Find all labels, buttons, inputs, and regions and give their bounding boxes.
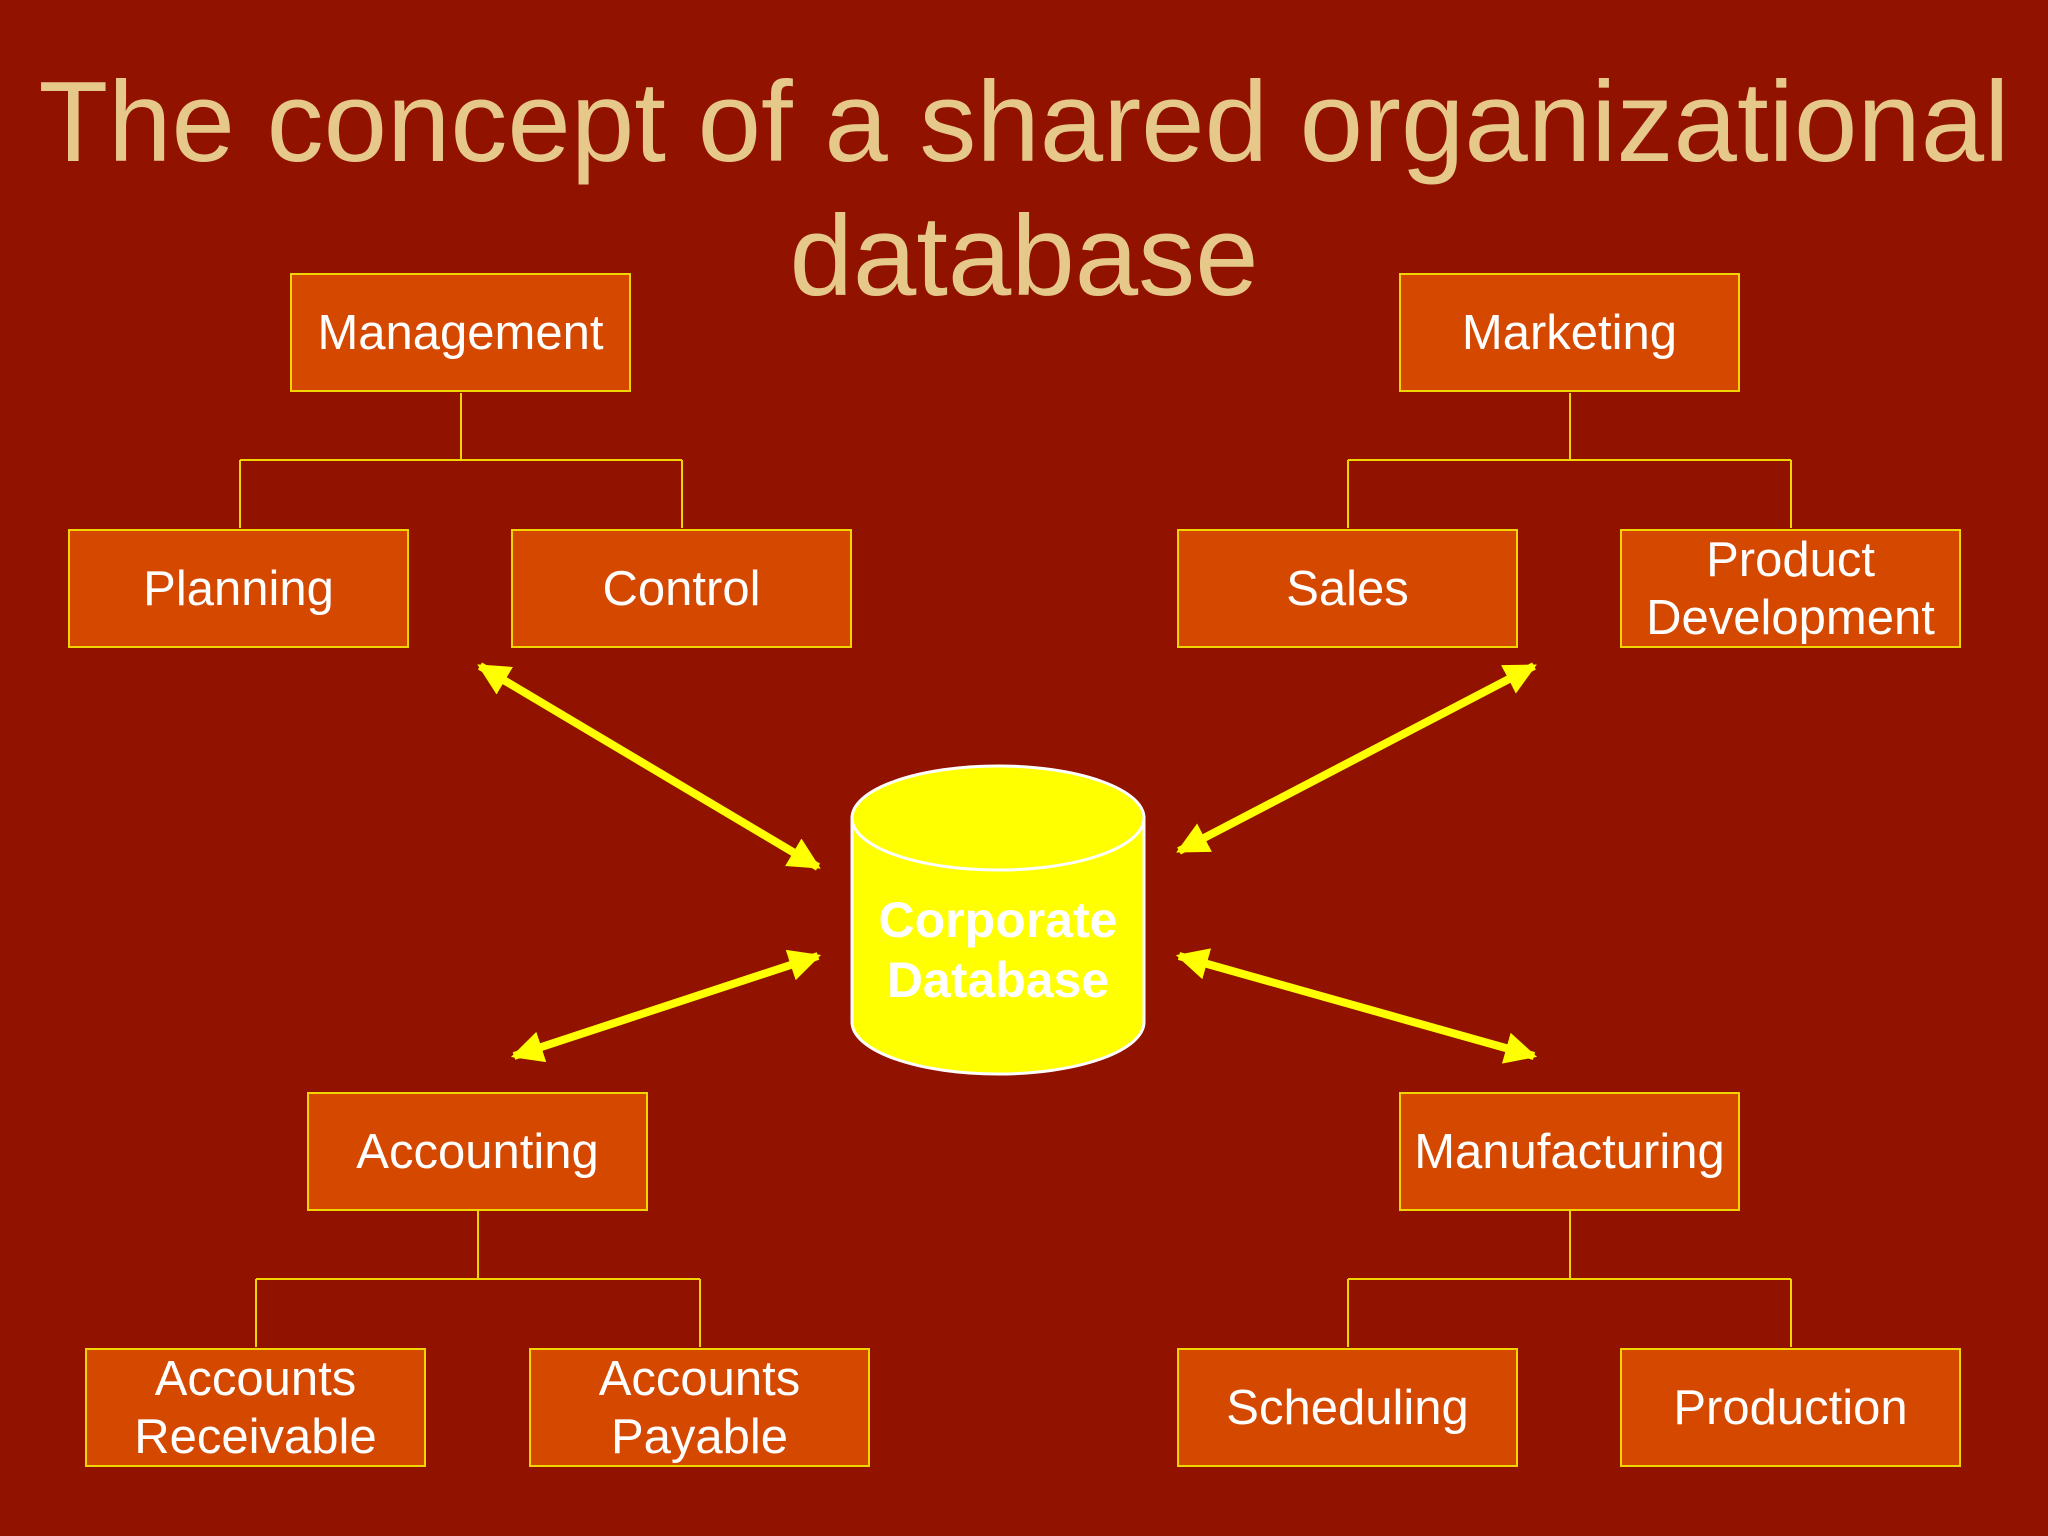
database-label-line-2: Database xyxy=(886,952,1110,1008)
product-development-label-line-1: Product xyxy=(1706,532,1875,587)
management-tree-lines xyxy=(239,393,683,528)
marketing-label: Marketing xyxy=(1461,305,1678,360)
accounting-tree-lines xyxy=(255,1211,701,1347)
database-cylinder xyxy=(850,764,1146,1076)
management-box: Management xyxy=(290,273,631,392)
planning-label: Planning xyxy=(143,561,334,616)
manufacturing-tree-lines xyxy=(1347,1211,1792,1347)
database-label: Corporate Database xyxy=(852,890,1144,1010)
data-flow-arrows xyxy=(477,662,1538,1064)
marketing-database-arrow xyxy=(1176,662,1537,855)
manufacturing-box: Manufacturing xyxy=(1399,1092,1740,1211)
marketing-box: Marketing xyxy=(1399,273,1740,392)
product-development-box: Product Development xyxy=(1620,529,1961,648)
slide-title-line-1: The concept of a shared organizational xyxy=(38,59,2010,186)
database-label-line-1: Corporate xyxy=(878,892,1118,948)
accounts-receivable-box: Accounts Receivable xyxy=(85,1348,426,1467)
accounting-box: Accounting xyxy=(307,1092,648,1211)
database-cylinder-body xyxy=(850,816,1146,1076)
production-box: Production xyxy=(1620,1348,1961,1467)
slide-title: The concept of a shared organizational d… xyxy=(0,56,2048,324)
planning-box: Planning xyxy=(68,529,409,648)
database-cylinder-top xyxy=(850,764,1146,872)
accounts-payable-label-line-2: Payable xyxy=(610,1409,789,1464)
accounts-payable-box: Accounts Payable xyxy=(529,1348,870,1467)
accounting-label: Accounting xyxy=(356,1124,599,1179)
marketing-tree-lines xyxy=(1347,393,1792,528)
product-development-label: Product Development xyxy=(1646,531,1935,647)
accounts-receivable-label-line-1: Accounts xyxy=(154,1351,357,1406)
accounting-database-arrow xyxy=(510,949,822,1063)
slide-title-line-2: database xyxy=(789,193,1259,320)
accounts-payable-label: Accounts Payable xyxy=(599,1350,801,1466)
product-development-label-line-2: Development xyxy=(1646,590,1935,645)
management-label: Management xyxy=(317,305,604,360)
accounts-receivable-label: Accounts Receivable xyxy=(134,1350,376,1466)
manufacturing-database-arrow xyxy=(1175,948,1538,1064)
accounts-payable-label-line-1: Accounts xyxy=(598,1351,801,1406)
scheduling-label: Scheduling xyxy=(1226,1380,1469,1435)
accounts-receivable-label-line-2: Receivable xyxy=(134,1409,377,1464)
scheduling-box: Scheduling xyxy=(1177,1348,1518,1467)
sales-box: Sales xyxy=(1177,529,1518,648)
production-label: Production xyxy=(1673,1380,1908,1435)
management-database-arrow xyxy=(477,662,821,871)
sales-label: Sales xyxy=(1286,561,1409,616)
manufacturing-label: Manufacturing xyxy=(1414,1124,1725,1179)
control-label: Control xyxy=(602,561,761,616)
control-box: Control xyxy=(511,529,852,648)
